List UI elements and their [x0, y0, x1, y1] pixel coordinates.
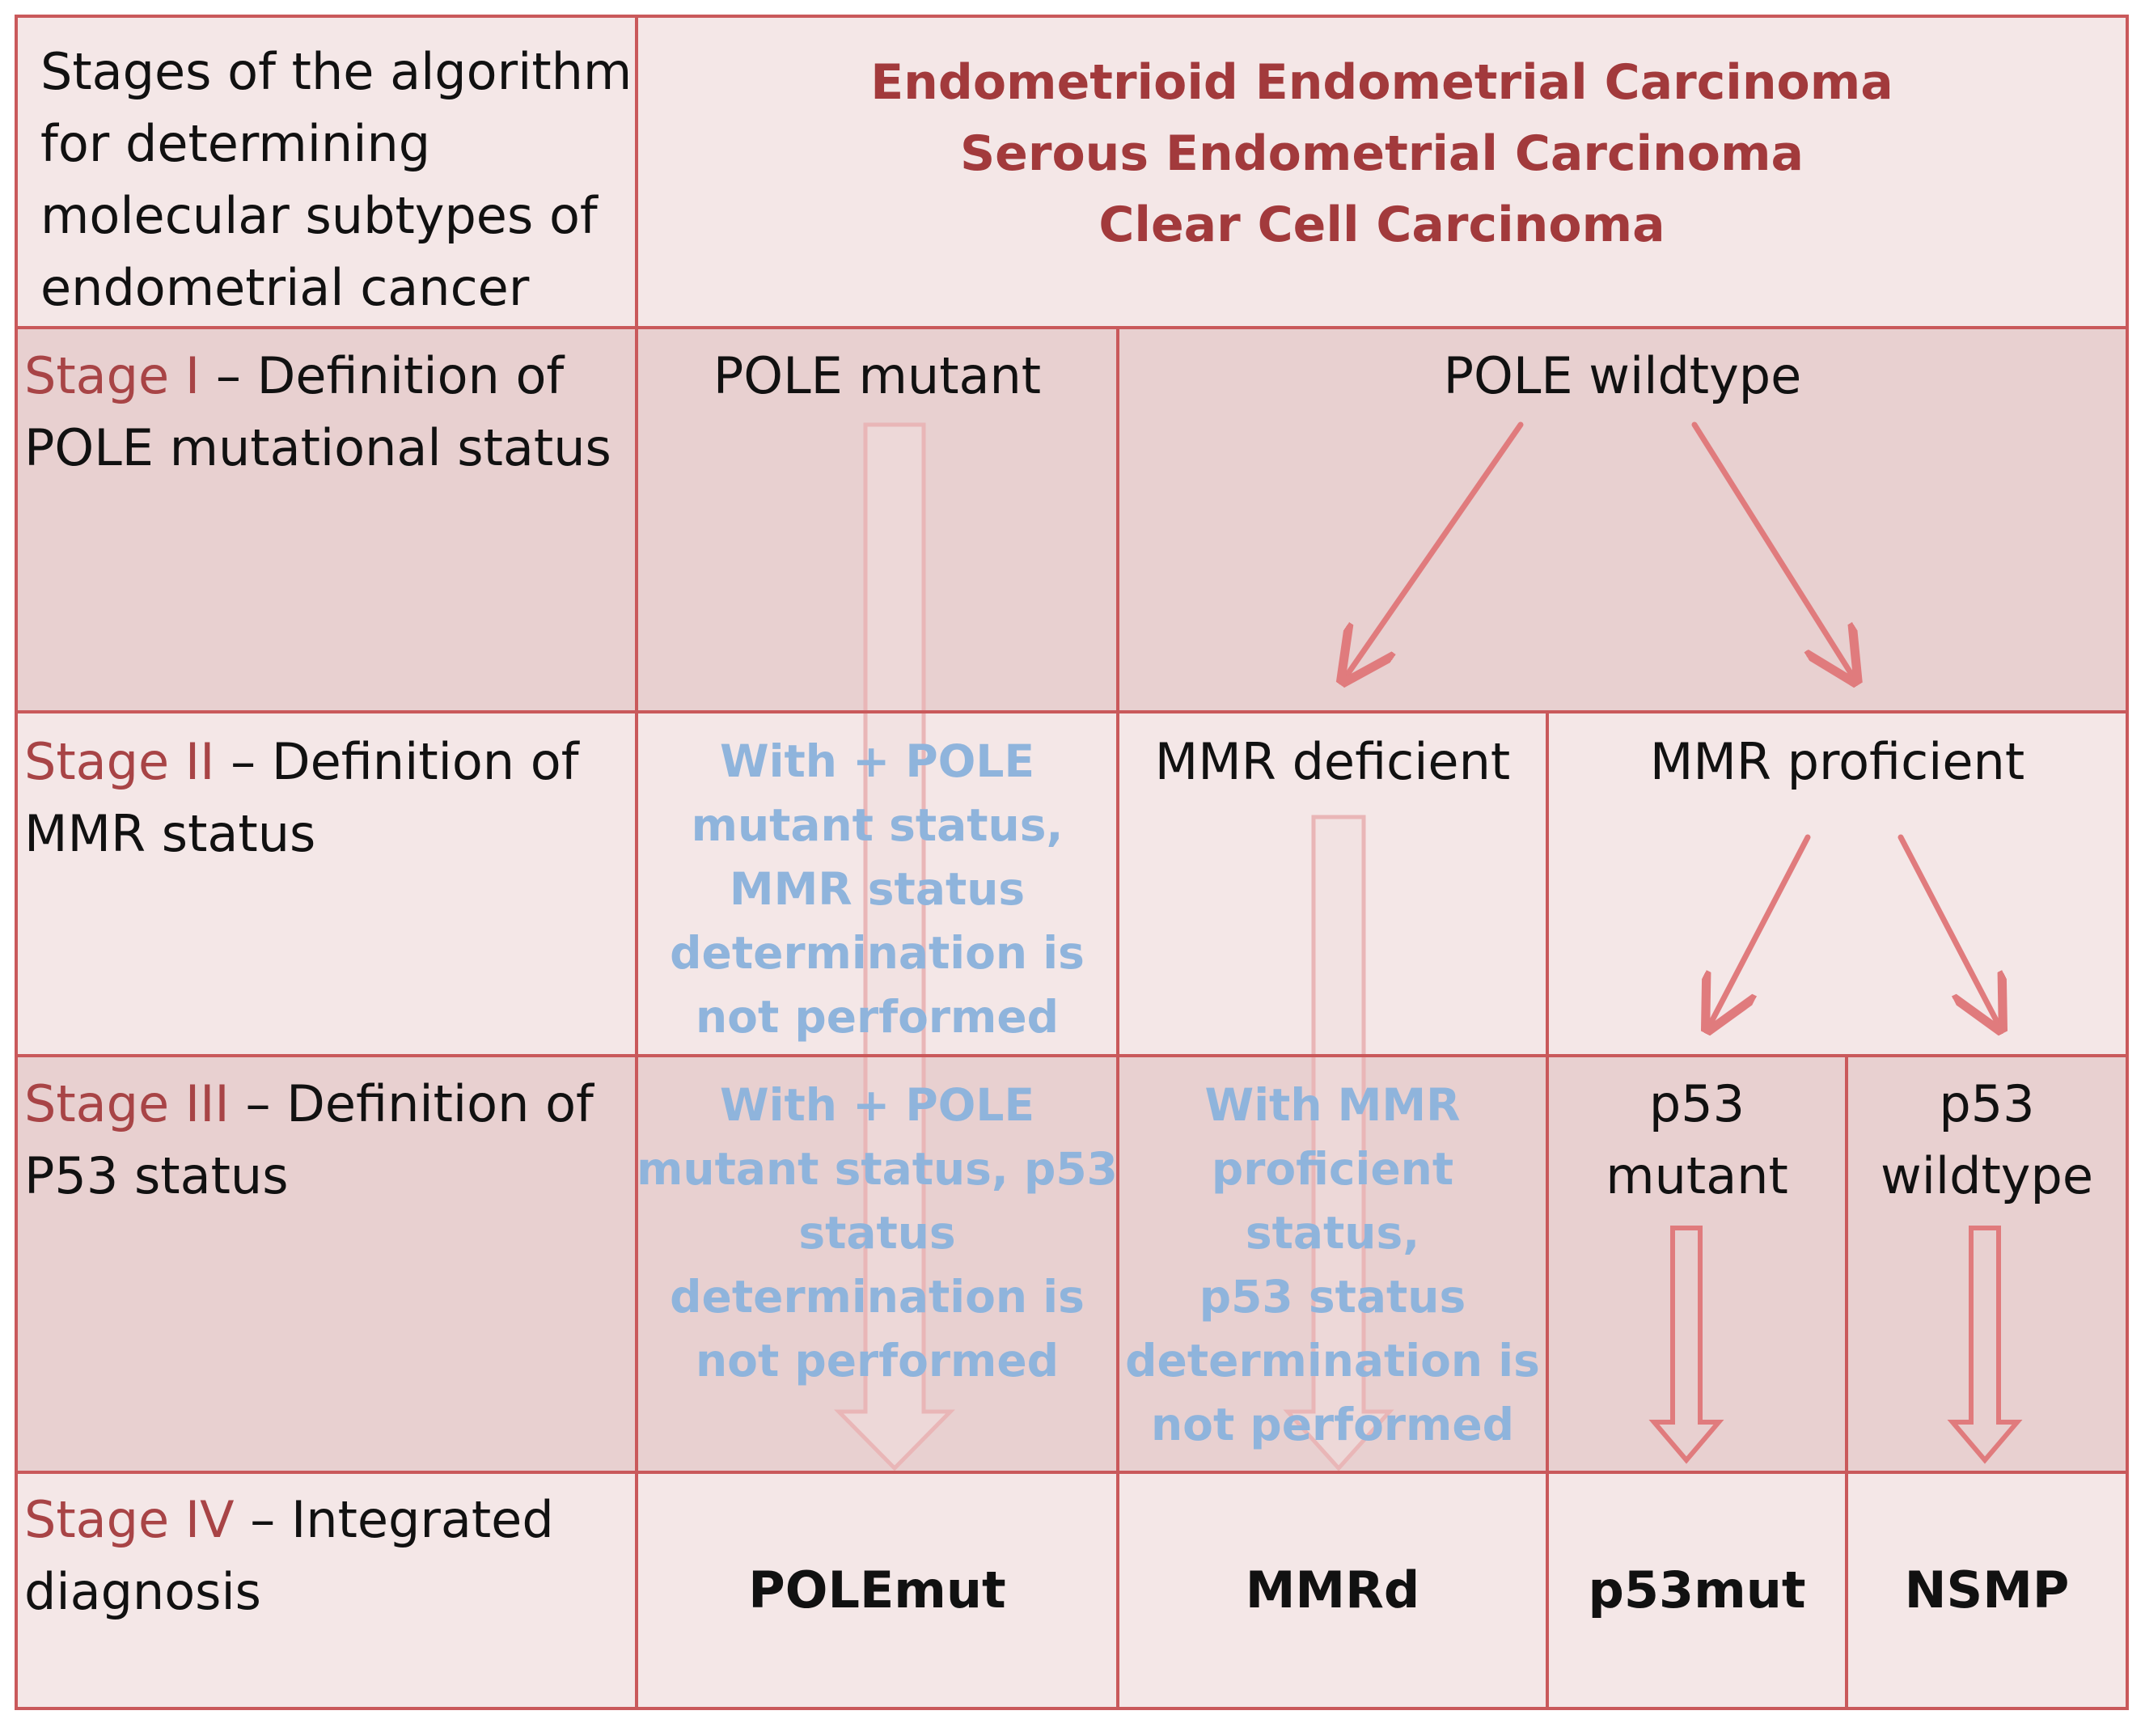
stage-2-name: Stage II: [24, 732, 215, 791]
p53-skip-mmr-cell: With MMR proficient status, p53 status d…: [1118, 1056, 1547, 1472]
p53-not-performed-pole-note: With + POLE mutant status, p53 status de…: [637, 1079, 1118, 1387]
mmr-deficient-node: MMR deficient: [1154, 732, 1511, 791]
mmr-deficient-cell: MMR deficient: [1118, 712, 1547, 1056]
stage-2-label: Stage II – Definition of MMR status: [24, 726, 579, 870]
mmr-not-performed-note: With + POLE mutant status, MMR status de…: [670, 735, 1085, 1043]
pole-mutant-cell: POLE mutant: [637, 328, 1118, 712]
stage-1-name: Stage I: [24, 346, 201, 405]
stage-3-label: Stage III – Definition of P53 status: [24, 1068, 594, 1212]
arrow-pole-wt-to-mmr-deficient: [1347, 421, 1524, 675]
p53-wildtype-down-arrow: [1947, 1226, 2023, 1464]
stage-1-label: Stage I – Definition of POLE mutational …: [24, 340, 611, 484]
p53-skip-pole-cell: With + POLE mutant status, p53 status de…: [637, 1056, 1118, 1472]
result-polemut: POLEmut: [748, 1560, 1006, 1620]
stage-3-description: – Definition of P53 status: [24, 1074, 594, 1205]
stage-1-description: – Definition of POLE mutational status: [24, 346, 611, 477]
result-nsmp-cell: NSMP: [1847, 1472, 2127, 1708]
arrow-mmr-prof-to-p53-mutant: [1711, 834, 1811, 1023]
stage-4-label: Stage IV – Integrated diagnosis: [24, 1484, 554, 1628]
carcinoma-endometrioid: Endometrioid Endometrial Carcinoma: [870, 54, 1893, 111]
mmr-proficient-node: MMR proficient: [1649, 732, 2025, 791]
carcinoma-serous: Serous Endometrial Carcinoma: [959, 125, 1804, 182]
arrow-pole-wt-to-mmr-proficient: [1691, 421, 1852, 675]
result-mmrd-cell: MMRd: [1118, 1472, 1547, 1708]
result-nsmp: NSMP: [1904, 1560, 2070, 1620]
p53-mutant-down-arrow: [1648, 1226, 1724, 1464]
pole-wildtype-node: POLE wildtype: [1443, 346, 1802, 405]
algorithm-stages-label: Stages of the algorithm for determining …: [40, 42, 632, 317]
carcinoma-clear-cell: Clear Cell Carcinoma: [1098, 197, 1665, 253]
header-right-cell: Endometrioid Endometrial Carcinoma Serou…: [637, 16, 2127, 328]
mmr-skip-cell: With + POLE mutant status, MMR status de…: [637, 712, 1118, 1056]
stage-4-name: Stage IV: [24, 1490, 235, 1549]
result-p53mut-cell: p53mut: [1547, 1472, 1847, 1708]
result-p53mut: p53mut: [1588, 1560, 1806, 1620]
pole-mutant-node: POLE mutant: [713, 346, 1042, 405]
stage-4-description: – Integrated diagnosis: [24, 1490, 554, 1621]
mmr-proficient-cell: MMR proficient: [1547, 712, 2127, 1056]
p53-wildtype-node: p53 wildtype: [1880, 1074, 2093, 1205]
p53-wildtype-cell: p53 wildtype: [1847, 1056, 2127, 1472]
p53-mutant-node: p53 mutant: [1606, 1074, 1788, 1205]
stage-3-name: Stage III: [24, 1074, 230, 1133]
pole-wildtype-cell: POLE wildtype: [1118, 328, 2127, 712]
result-mmrd: MMRd: [1245, 1560, 1420, 1620]
p53-mutant-cell: p53 mutant: [1547, 1056, 1847, 1472]
header-left-cell: Stages of the algorithm for determining …: [16, 16, 637, 328]
result-polemut-cell: POLEmut: [637, 1472, 1118, 1708]
p53-not-performed-mmr-note: With MMR proficient status, p53 status d…: [1125, 1079, 1540, 1450]
arrow-mmr-prof-to-p53-wildtype: [1898, 834, 1998, 1023]
stage-2-description: – Definition of MMR status: [24, 732, 579, 863]
